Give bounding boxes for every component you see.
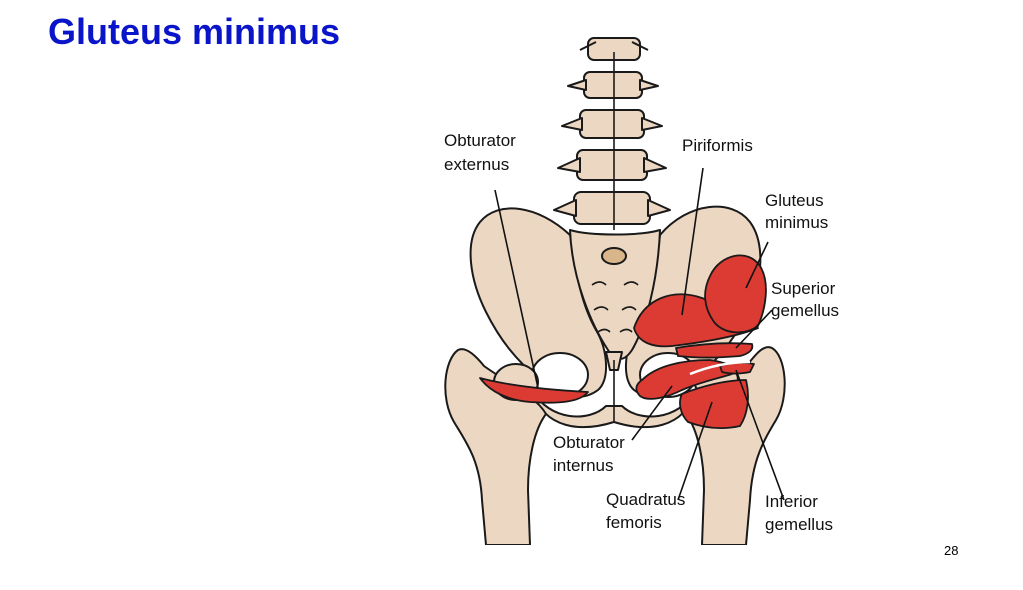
label-quadratus-femoris-line2: femoris <box>606 513 662 532</box>
label-obturator-internus-line2: internus <box>553 456 613 475</box>
label-obturator-externus-line1: Obturator <box>444 131 516 150</box>
pelvis-illustration: Obturator externus Piriformis Gluteus mi… <box>420 30 880 545</box>
label-quadratus-femoris-line1: Quadratus <box>606 490 685 509</box>
label-superior-gemellus-line1: Superior <box>771 279 836 298</box>
label-superior-gemellus-line2: gemellus <box>771 301 839 320</box>
label-piriformis: Piriformis <box>682 136 753 155</box>
page-number: 28 <box>944 543 958 558</box>
label-obturator-externus-line2: externus <box>444 155 509 174</box>
label-gluteus-minimus-line1: Gluteus <box>765 191 824 210</box>
label-gluteus-minimus-line2: minimus <box>765 213 828 232</box>
pelvis-anatomy-diagram: Obturator externus Piriformis Gluteus mi… <box>420 30 880 545</box>
label-inferior-gemellus-line1: Inferior <box>765 492 818 511</box>
slide-title: Gluteus minimus <box>48 10 340 54</box>
label-inferior-gemellus-line2: gemellus <box>765 515 833 534</box>
label-obturator-internus-line1: Obturator <box>553 433 625 452</box>
lumbar-spine <box>554 38 670 230</box>
